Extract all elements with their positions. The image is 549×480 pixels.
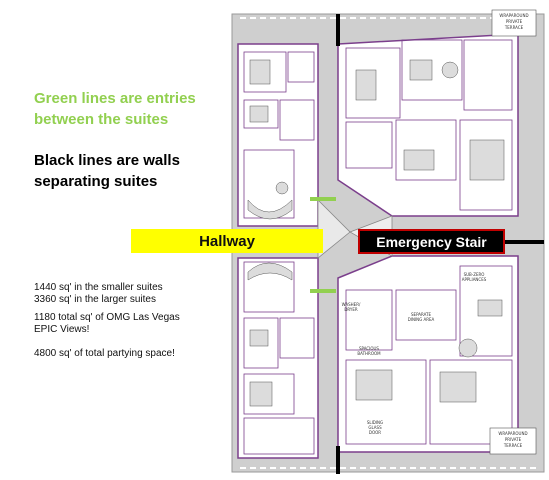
stat-total-space: 4800 sq' of total partying space! [34,348,175,359]
furniture-upper-right [355,59,505,181]
green-note-line-1: Green lines are entries [34,90,196,107]
hallway-label: Hallway [131,229,323,253]
tag-separate-dining: SEPARATE DINING AREA [407,312,435,322]
furniture-upper-left [247,59,293,220]
terrace-top-line-3: TERRACE [504,25,524,30]
emergency-stair-text: Emergency Stair [376,233,487,250]
terrace-tag-bottom [489,427,537,455]
rooms-lower-right [345,265,513,445]
stats-block-3: 4800 sq' of total partying space! [34,348,234,360]
terrace-label-top: WRAPAROUND PRIVATE TERRACE [492,13,536,31]
terrace-top-line-1: WRAPAROUND [499,13,529,18]
black-note-line-2: separating suites [34,173,158,190]
rooms-upper-right [345,39,513,211]
tag-washer-dryer: WASHER/ DRYER [341,302,361,312]
tag-spacious-bath: SPACIOUS BATHROOM [357,346,381,356]
furniture-lower-right [355,299,503,403]
terrace-label-bottom: WRAPAROUND PRIVATE TERRACE [490,431,536,449]
suite-lower-right [337,255,519,453]
tag-subzero: SUB-ZERO APPLIANCES [461,272,487,282]
stat-views-sqft: 1180 total sq' of OMG Las Vegas [34,312,180,323]
terrace-bottom-line-1: WRAPAROUND [498,431,528,436]
terrace-bottom-line-3: TERRACE [503,443,523,448]
terrace-tag-top [491,9,537,37]
black-lines-note: Black lines are walls separating suites [34,150,234,192]
furniture-lower-left [247,262,293,407]
black-note-line-1: Black lines are walls [34,152,180,169]
stats-block-2: 1180 total sq' of OMG Las Vegas EPIC Vie… [34,312,234,336]
terrace-bottom-line-2: PRIVATE [504,437,522,442]
stat-smaller-suites: 1440 sq' in the smaller suites [34,282,163,293]
terrace-top-line-2: PRIVATE [505,19,523,24]
stats-block-1: 1440 sq' in the smaller suites 3360 sq' … [34,282,234,306]
emergency-stair-label: Emergency Stair [358,229,505,254]
hallway-text: Hallway [199,232,255,250]
green-lines-note: Green lines are entries between the suit… [34,88,234,130]
green-note-line-2: between the suites [34,111,169,128]
rooms-lower-left [243,261,315,455]
stat-larger-suites: 3360 sq' in the larger suites [34,294,156,305]
stat-epic-views: EPIC Views! [34,324,90,335]
tag-sliding-glass: SLIDING GLASS DOOR [366,420,384,435]
